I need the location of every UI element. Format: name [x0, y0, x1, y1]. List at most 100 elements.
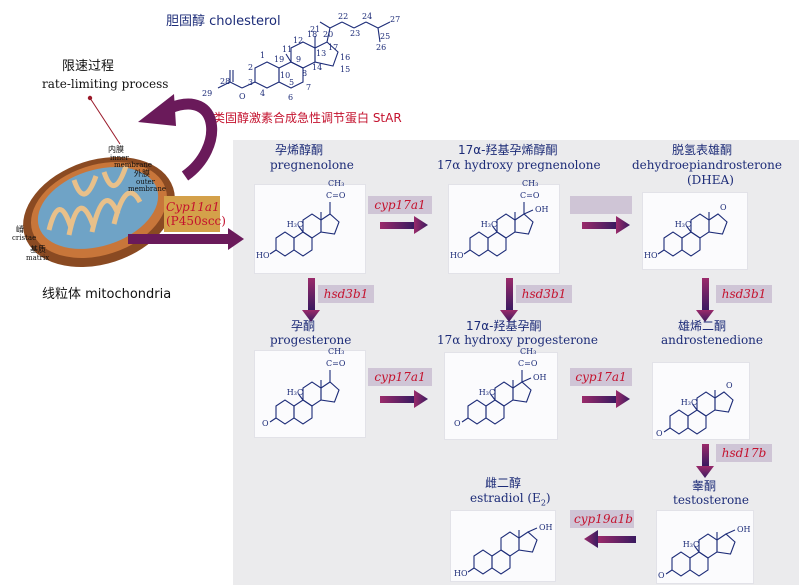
- svg-text:5: 5: [289, 78, 294, 87]
- cyp17a1-label-1: cyp17a1: [368, 196, 432, 214]
- svg-text:6: 6: [288, 93, 293, 102]
- progesterone-structure: [254, 350, 366, 438]
- androstenedione-en: androstenedione: [661, 333, 764, 347]
- svg-text:3: 3: [248, 78, 253, 87]
- acetyl-label: C=O: [326, 191, 346, 200]
- oh-pregnenolone-en: 17α hydroxy pregnenolone: [437, 158, 601, 172]
- outer-membrane-en1: outer: [136, 178, 156, 186]
- oh17-label: OH: [535, 205, 549, 214]
- h3c-label: H₃C: [683, 540, 699, 549]
- oh-pregnenolone-structure: [448, 184, 560, 274]
- testosterone-zh: 睾酮: [692, 479, 717, 493]
- h3c-label: H₃C: [675, 220, 691, 229]
- svg-text:20: 20: [323, 30, 333, 39]
- enzyme-blank-box: [570, 196, 632, 214]
- svg-text:11: 11: [282, 45, 292, 54]
- oh-progesterone-structure: [444, 352, 558, 440]
- arrow-dhea-to-andro: [696, 278, 714, 322]
- oh17-label: OH: [539, 523, 553, 532]
- svg-text:27: 27: [390, 15, 400, 24]
- cholesterol-label: 胆固醇 cholesterol: [166, 14, 281, 29]
- star-curved-arrow: [138, 94, 218, 181]
- cristae-zh: 嵴: [16, 225, 24, 234]
- hsd3b1-label-1: hsd3b1: [318, 285, 374, 303]
- arrow-ohprog-to-andro: [582, 390, 630, 408]
- svg-text:16: 16: [340, 53, 350, 62]
- testosterone-en: testosterone: [673, 493, 750, 507]
- cyp11a1-box: [164, 196, 220, 232]
- svg-text:25: 25: [380, 32, 390, 41]
- cristae-en: cristae: [12, 234, 37, 242]
- arrow-ohpreg-to-dhea: [582, 216, 630, 234]
- matrix-zh: 基质: [30, 245, 46, 254]
- keto17-label: O: [720, 203, 727, 212]
- svg-text:1: 1: [260, 51, 265, 60]
- ch3-label: CH₃: [328, 347, 344, 356]
- svg-text:9: 9: [296, 55, 301, 64]
- hsd3b1-label-2: hsd3b1: [516, 285, 572, 303]
- estradiol-zh: 雌二醇: [485, 476, 522, 490]
- inner-membrane-en2: membrane: [114, 161, 153, 169]
- outer-membrane-en2: membrane: [128, 185, 167, 193]
- ho-label: HO: [256, 251, 270, 260]
- cyp17a1-label-3: cyp17a1: [570, 368, 632, 386]
- inner-membrane-zh: 内膜: [108, 145, 124, 154]
- oh-progesterone-zh: 17α-羟基孕酮: [466, 319, 542, 333]
- svg-text:14: 14: [312, 63, 322, 72]
- mitochondria-label: 线粒体 mitochondria: [42, 287, 172, 302]
- estradiol-en: estradiol (E2): [470, 491, 551, 508]
- rate-limiting-zh: 限速过程: [62, 59, 115, 74]
- dhea-en: dehydroepiandrosterone: [632, 158, 782, 172]
- androstenedione-structure: [652, 362, 750, 440]
- svg-text:21: 21: [310, 25, 320, 34]
- oxo-label: O: [262, 419, 269, 428]
- ho-label: HO: [454, 569, 468, 578]
- oh-progesterone-en: 17α hydroxy progesterone: [437, 333, 598, 347]
- svg-text:7: 7: [306, 83, 311, 92]
- h3c-label: H₃C: [287, 220, 303, 229]
- svg-text:2: 2: [248, 63, 253, 72]
- oxo-label: O: [658, 571, 665, 580]
- arrow-testo-to-estradiol: [584, 530, 636, 548]
- svg-text:26: 26: [376, 43, 386, 52]
- pregnenolone-structure: [254, 184, 366, 274]
- svg-text:24: 24: [362, 12, 372, 21]
- progesterone-zh: 孕酮: [291, 319, 316, 333]
- arrow-preg-to-ohpreg: [380, 216, 428, 234]
- p450scc-label: (P450scc): [166, 214, 226, 228]
- oh17-label: OH: [533, 373, 547, 382]
- acetyl-label: C=O: [520, 191, 540, 200]
- dhea-structure: [642, 192, 748, 270]
- svg-text:29: 29: [202, 89, 212, 98]
- cyp11a1-label: Cyp11a1: [166, 200, 220, 214]
- pregnenolone-zh: 孕烯醇酮: [275, 143, 324, 157]
- oxo-label: O: [454, 419, 461, 428]
- cyp17a1-label-2: cyp17a1: [368, 368, 432, 386]
- svg-text:4: 4: [260, 89, 265, 98]
- h3c-label: H₃C: [481, 220, 497, 229]
- cyp19a1b-label: cyp19a1b: [570, 510, 634, 528]
- rate-limiting-pointer: [87, 95, 121, 145]
- svg-text:28: 28: [220, 77, 230, 86]
- cyp11a1-arrow: [128, 228, 244, 250]
- svg-text:O: O: [239, 92, 246, 101]
- matrix-en: matrix: [26, 254, 50, 262]
- keto17-label: O: [726, 381, 733, 390]
- svg-text:12: 12: [293, 36, 303, 45]
- ch3-label: CH₃: [520, 347, 536, 356]
- dhea-zh: 脱氢表雄酮: [672, 143, 733, 157]
- oxo-label: O: [656, 429, 663, 438]
- hsd17b-label: hsd17b: [716, 444, 772, 462]
- svg-text:22: 22: [338, 12, 348, 21]
- ho-label: HO: [644, 251, 658, 260]
- h3c-label: H₃C: [287, 388, 303, 397]
- androstenedione-zh: 雄烯二酮: [678, 319, 727, 333]
- h3c-label: H₃C: [479, 388, 495, 397]
- acetyl-label: C=O: [326, 359, 346, 368]
- arrow-andro-to-testo: [696, 444, 714, 478]
- svg-text:19: 19: [274, 55, 284, 64]
- inner-membrane-en1: inner: [110, 154, 129, 162]
